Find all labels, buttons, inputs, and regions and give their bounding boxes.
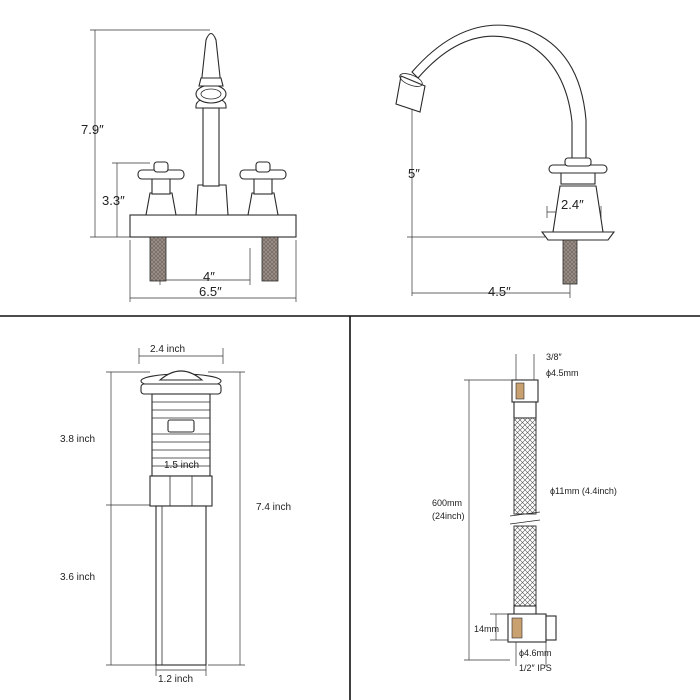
spout-height-label: 5″ — [408, 166, 420, 181]
hose-diameter-label: ϕ11mm (4.4inch) — [550, 486, 617, 496]
hose-length-in-label: (24inch) — [432, 511, 465, 521]
faucet-front-panel: 7.9″ 3.3″ 4″ 6.5″ — [81, 29, 297, 302]
hose-length-mm-label: 600mm — [432, 498, 462, 508]
drain-panel: 2.4 inch 3.8 inch 1.5 inch 7.4 inch 3.6 … — [60, 344, 291, 685]
hose-top-bore-label: ϕ4.5mm — [546, 368, 579, 378]
drain-top-width-label: 2.4 inch — [150, 344, 185, 355]
drain-lower-height-label: 3.6 inch — [60, 572, 95, 583]
hose-top-size-label: 3/8″ — [546, 352, 563, 362]
hose-nut-height-label: 14mm — [474, 624, 499, 634]
faucet-height-total-label: 7.9″ — [81, 122, 104, 137]
side-base-width-label: 2.4″ — [561, 197, 584, 212]
drain-thread-width-label: 1.5 inch — [164, 460, 199, 471]
hose-panel: 3/8″ ϕ4.5mm 600mm (24inch) ϕ11mm (4.4inc… — [432, 352, 617, 673]
drain-upper-height-label: 3.8 inch — [60, 434, 95, 445]
faucet-handle-height-label: 3.3″ — [102, 193, 125, 208]
panel-dividers — [0, 315, 700, 700]
drain-tail-width-label: 1.2 inch — [158, 674, 193, 685]
spout-reach-label: 4.5″ — [488, 284, 511, 299]
hose-bottom-bore-label: ϕ4.6mm — [519, 648, 552, 658]
faucet-center-spread-label: 4″ — [203, 269, 215, 284]
drain-total-height-label: 7.4 inch — [256, 502, 291, 513]
faucet-base-width-label: 6.5″ — [199, 284, 222, 299]
hose-bottom-size-label: 1/2″ IPS — [519, 663, 552, 673]
faucet-side-panel: 5″ 2.4″ 4.5″ — [395, 24, 616, 299]
